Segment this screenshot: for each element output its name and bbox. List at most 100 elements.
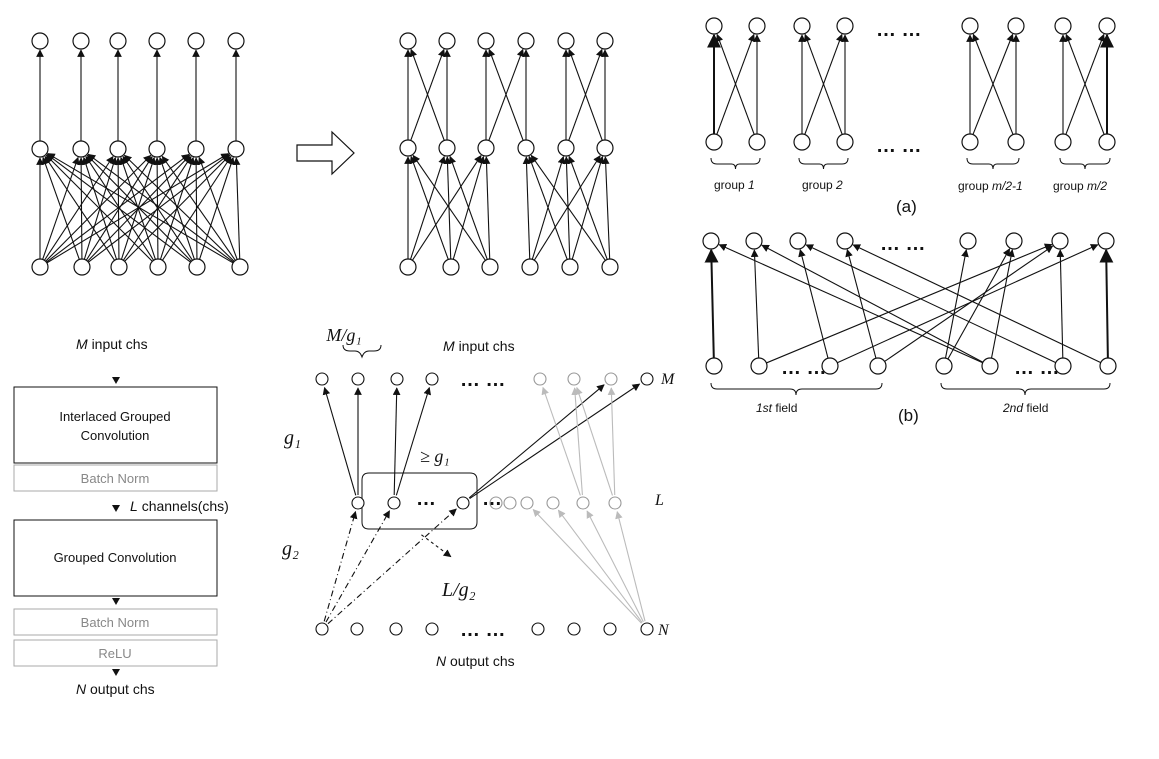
ch-dots-top: … … (460, 369, 506, 391)
mid-channel-node (489, 496, 503, 510)
node (821, 357, 839, 375)
node (959, 232, 977, 250)
group-brace (798, 157, 849, 170)
g2-label: g₂ (282, 538, 299, 560)
node (1054, 17, 1072, 35)
svg-text:N output chs: N output chs (436, 653, 515, 669)
connection-arrow (325, 510, 391, 623)
connection-arrow (607, 387, 616, 496)
connection-arrow (198, 156, 235, 260)
node (961, 17, 979, 35)
connection-arrow (161, 155, 236, 261)
block-input-label: M input chs (76, 336, 148, 352)
connection-arrow (990, 249, 1015, 359)
connection-arrow (232, 157, 241, 260)
node (1051, 232, 1069, 250)
input-node (442, 258, 460, 276)
node (1097, 232, 1115, 250)
input-node (188, 258, 206, 276)
connection-arrow (527, 155, 568, 260)
mid-channel-node (456, 496, 470, 510)
l-g2-brace (361, 503, 478, 530)
group-label-m2-1: group m/2-1 (958, 179, 1023, 193)
connection-arrow (601, 156, 611, 260)
output-node (187, 32, 205, 50)
hidden-node (227, 140, 245, 158)
output-channel-node (640, 622, 654, 636)
dots-b-right: … … (1014, 357, 1060, 379)
dots-b-left: … … (781, 357, 827, 379)
node (702, 232, 720, 250)
panel-b-label: (b) (898, 406, 919, 425)
mid-channel-node (576, 496, 590, 510)
node (961, 133, 979, 151)
mid-channel-node (387, 496, 401, 510)
node (836, 232, 854, 250)
connection-arrow (805, 244, 1056, 364)
panel-a-label: (a) (896, 197, 917, 216)
panel-b-fields (702, 232, 1117, 396)
block-mid-label: L channels(chs) (130, 498, 229, 514)
field-label-2: 2nd field (1002, 401, 1048, 415)
dots-a-top: … … (876, 19, 922, 41)
connection-arrow (469, 383, 641, 499)
svg-text:L channels(chs): L channels(chs) (130, 498, 229, 514)
node (1005, 232, 1023, 250)
svg-text:M input chs: M input chs (76, 336, 148, 352)
output-channel-node (350, 622, 364, 636)
node (705, 357, 723, 375)
node (981, 357, 999, 375)
output-channel-node (531, 622, 545, 636)
connection-arrow (944, 249, 969, 359)
connection-arrow (197, 156, 238, 260)
input-channel-node (567, 372, 581, 386)
input-node (399, 258, 417, 276)
connection-arrow (77, 157, 85, 260)
connection-arrow (571, 155, 605, 260)
batch-norm-1-label: Batch Norm (81, 471, 150, 486)
hidden-node (109, 140, 127, 158)
input-channel-node (604, 372, 618, 386)
node (1054, 133, 1072, 151)
svg-text:group m/2: group m/2 (1053, 179, 1107, 193)
connection-arrow (522, 156, 531, 260)
connection-arrow (45, 154, 153, 262)
input-channel-node (351, 372, 365, 386)
connection-arrow (123, 154, 235, 262)
input-node (601, 258, 619, 276)
output-channel-node (315, 622, 329, 636)
field-brace-1 (710, 382, 883, 396)
ch-top-label: M input chs (443, 338, 515, 354)
output-node (72, 32, 90, 50)
group-brace (966, 157, 1020, 170)
output-channel-node (389, 622, 403, 636)
connection-arrow (395, 386, 432, 496)
hidden-node (399, 139, 417, 157)
node (789, 232, 807, 250)
relu-label: ReLU (98, 646, 131, 661)
connection-arrow (567, 48, 603, 141)
mid-channel-node (503, 496, 517, 510)
grouped-conv-block (13, 519, 218, 597)
ch-dots-mid-right: … (482, 488, 502, 510)
connection-arrow (557, 509, 643, 623)
connection-arrow (615, 510, 646, 622)
node (793, 17, 811, 35)
output-node (438, 32, 456, 50)
connection-arrow (487, 48, 524, 141)
group-label-m2: group m/2 (1053, 179, 1107, 193)
transform-arrow-icon (296, 130, 355, 176)
output-node (557, 32, 575, 50)
output-channel-node (425, 622, 439, 636)
connection-arrow (44, 155, 116, 261)
node (836, 133, 854, 151)
input-channel-node (640, 372, 654, 386)
hidden-node (596, 139, 614, 157)
output-node (109, 32, 127, 50)
group-label-1: group 1 (714, 178, 755, 192)
hidden-node (187, 140, 205, 158)
ch-dots-bottom: … … (460, 619, 506, 641)
mid-channel-node (351, 496, 365, 510)
input-node (481, 258, 499, 276)
connection-arrow (412, 154, 486, 261)
